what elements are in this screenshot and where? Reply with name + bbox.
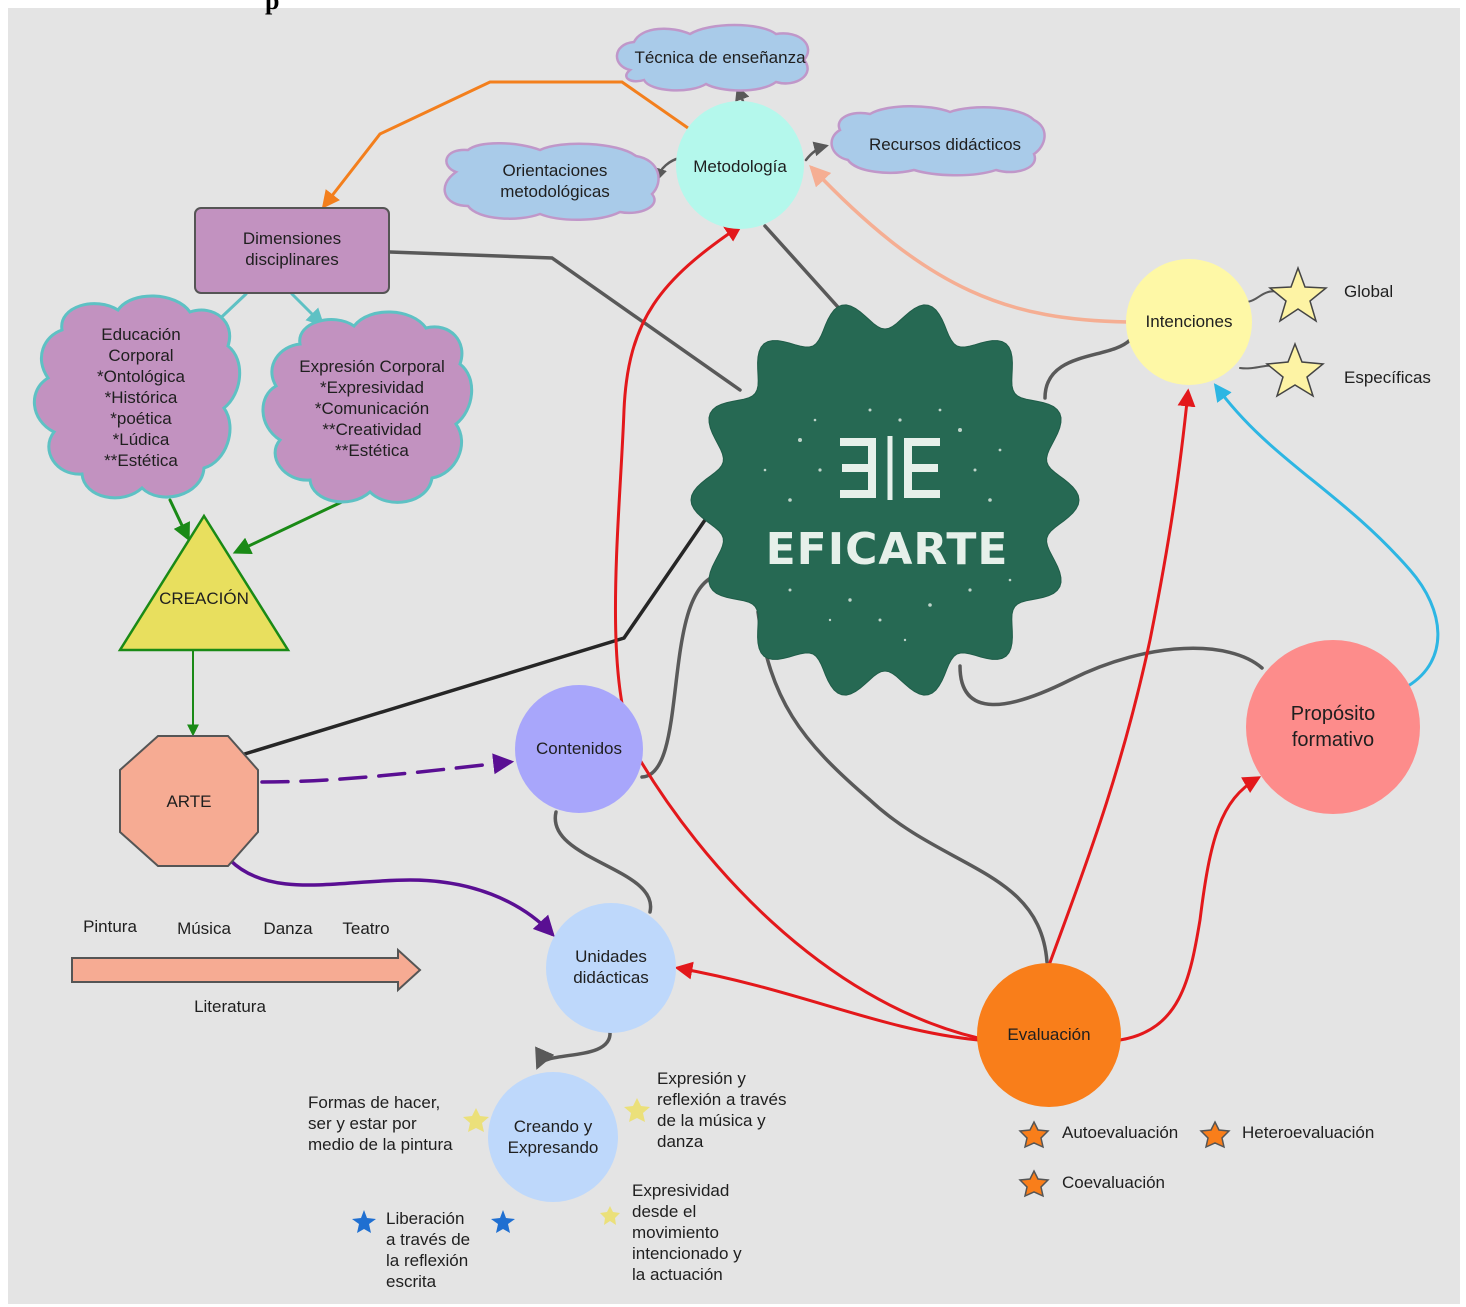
expresion-musica-star-icon [624, 1098, 650, 1122]
arrow-proposito-intenciones [1213, 383, 1440, 688]
center-logo-mark [840, 436, 940, 500]
label-global: Global [1344, 282, 1394, 301]
arts-arrow [71, 947, 422, 993]
label-heteroevaluacion: Heteroevaluación [1242, 1123, 1375, 1142]
node-arte [119, 735, 259, 867]
label-evaluacion: Evaluación [1007, 1025, 1091, 1044]
arrow-evaluacion-unidades [674, 961, 980, 1042]
label-tecnica: Técnica de enseñanza [634, 48, 806, 67]
label-creacion: CREACIÓN [159, 589, 249, 608]
label-orientaciones: Orientaciones metodológicas [500, 161, 610, 201]
label-arte: ARTE [166, 792, 212, 811]
node-evaluacion [977, 963, 1121, 1107]
autoevaluacion-star-icon [1018, 1120, 1050, 1149]
node-unidades [546, 903, 676, 1033]
node-dimensiones [194, 207, 390, 294]
node-creando [488, 1072, 618, 1202]
arrow-dimensiones-expresion [290, 292, 325, 327]
stars [352, 265, 1328, 1233]
connector-contenidos-unidades [553, 810, 653, 914]
cloud-educacion [32, 294, 242, 500]
label-expresion: Expresión Corporal *Expresividad *Comuni… [299, 357, 445, 460]
connector-arte-center [236, 518, 707, 758]
formas-star-icon [463, 1108, 489, 1132]
expresividad-star-icon [600, 1206, 620, 1225]
label-dimensiones: Dimensiones disciplinares [242, 229, 342, 269]
connector-evaluacion-center [756, 610, 1049, 964]
arrow-evaluacion-intenciones [1046, 388, 1196, 970]
connector-intenciones-center [1043, 338, 1132, 400]
center-speckles [763, 408, 1012, 642]
connector-proposito-center [958, 646, 1264, 707]
node-intenciones [1126, 259, 1252, 385]
label-expresion-musica: Expresión y reflexión a través de la mús… [657, 1069, 787, 1151]
header-fragment: p [265, 0, 280, 15]
label-creando: Creando y Expresando [507, 1117, 599, 1157]
arrow-evaluacion-metodologia [614, 223, 980, 1040]
label-pintura: Pintura [83, 917, 137, 936]
label-literatura: Literatura [194, 997, 266, 1016]
label-danza: Danza [263, 919, 313, 938]
arrow-intenciones-metodologia [809, 164, 1130, 324]
label-liberacion: Liberación a través de la reflexión escr… [386, 1209, 471, 1291]
label-autoevaluacion: Autoevaluación [1062, 1123, 1179, 1142]
label-recursos: Recursos didácticos [868, 135, 1022, 154]
arrow-arte-contenidos [260, 753, 515, 784]
arrow-arte-unidades [228, 858, 555, 938]
heteroevaluacion-star-icon [1199, 1120, 1231, 1149]
label-metodologia: Metodología [693, 157, 787, 176]
node-contenidos [515, 685, 643, 813]
liberacion-star-icon-left [352, 1210, 376, 1233]
liberacion-star-icon-right [491, 1210, 515, 1233]
especificas-star-icon [1265, 341, 1325, 398]
label-teatro: Teatro [342, 919, 390, 938]
arrow-educacion-creacion [168, 498, 190, 542]
cloud-expresion [261, 310, 474, 504]
label-intenciones: Intenciones [1145, 312, 1233, 331]
label-formas: Formas de hacer, ser y estar por medio d… [308, 1093, 453, 1154]
center-logo-text: EFICARTE [765, 524, 1009, 575]
cloud-recursos [830, 105, 1046, 177]
label-coevaluacion: Coevaluación [1062, 1173, 1166, 1192]
arrow-expresion-creacion [232, 498, 348, 554]
arrow-metodologia-recursos [804, 141, 829, 162]
node-metodologia [676, 101, 804, 229]
cloud-orientaciones [443, 142, 660, 221]
label-proposito: Propósito formativo [1290, 703, 1376, 751]
label-unidades: Unidades didácticas [573, 947, 649, 987]
arrow-unidades-creando [535, 1030, 612, 1070]
label-expresividad: Expresividad desde el movimiento intenci… [632, 1181, 742, 1284]
label-educacion: Educación Corporal *Ontológica *Históric… [97, 325, 185, 470]
arrow-evaluacion-proposito [1118, 776, 1262, 1042]
arrow-metodologia-dimensiones [321, 80, 690, 209]
connectors [168, 80, 1440, 1070]
connector-dimensiones-center [388, 250, 742, 392]
node-creacion [117, 513, 291, 652]
node-center [690, 304, 1080, 696]
global-star-icon [1268, 265, 1328, 323]
coevaluacion-star-icon [1018, 1169, 1050, 1198]
label-especificas: Específicas [1344, 368, 1431, 387]
label-musica: Música [177, 919, 231, 938]
connector-contenidos-center [640, 573, 720, 779]
cloud-tecnica [615, 23, 810, 92]
node-proposito [1246, 640, 1420, 814]
label-contenidos: Contenidos [535, 739, 622, 758]
